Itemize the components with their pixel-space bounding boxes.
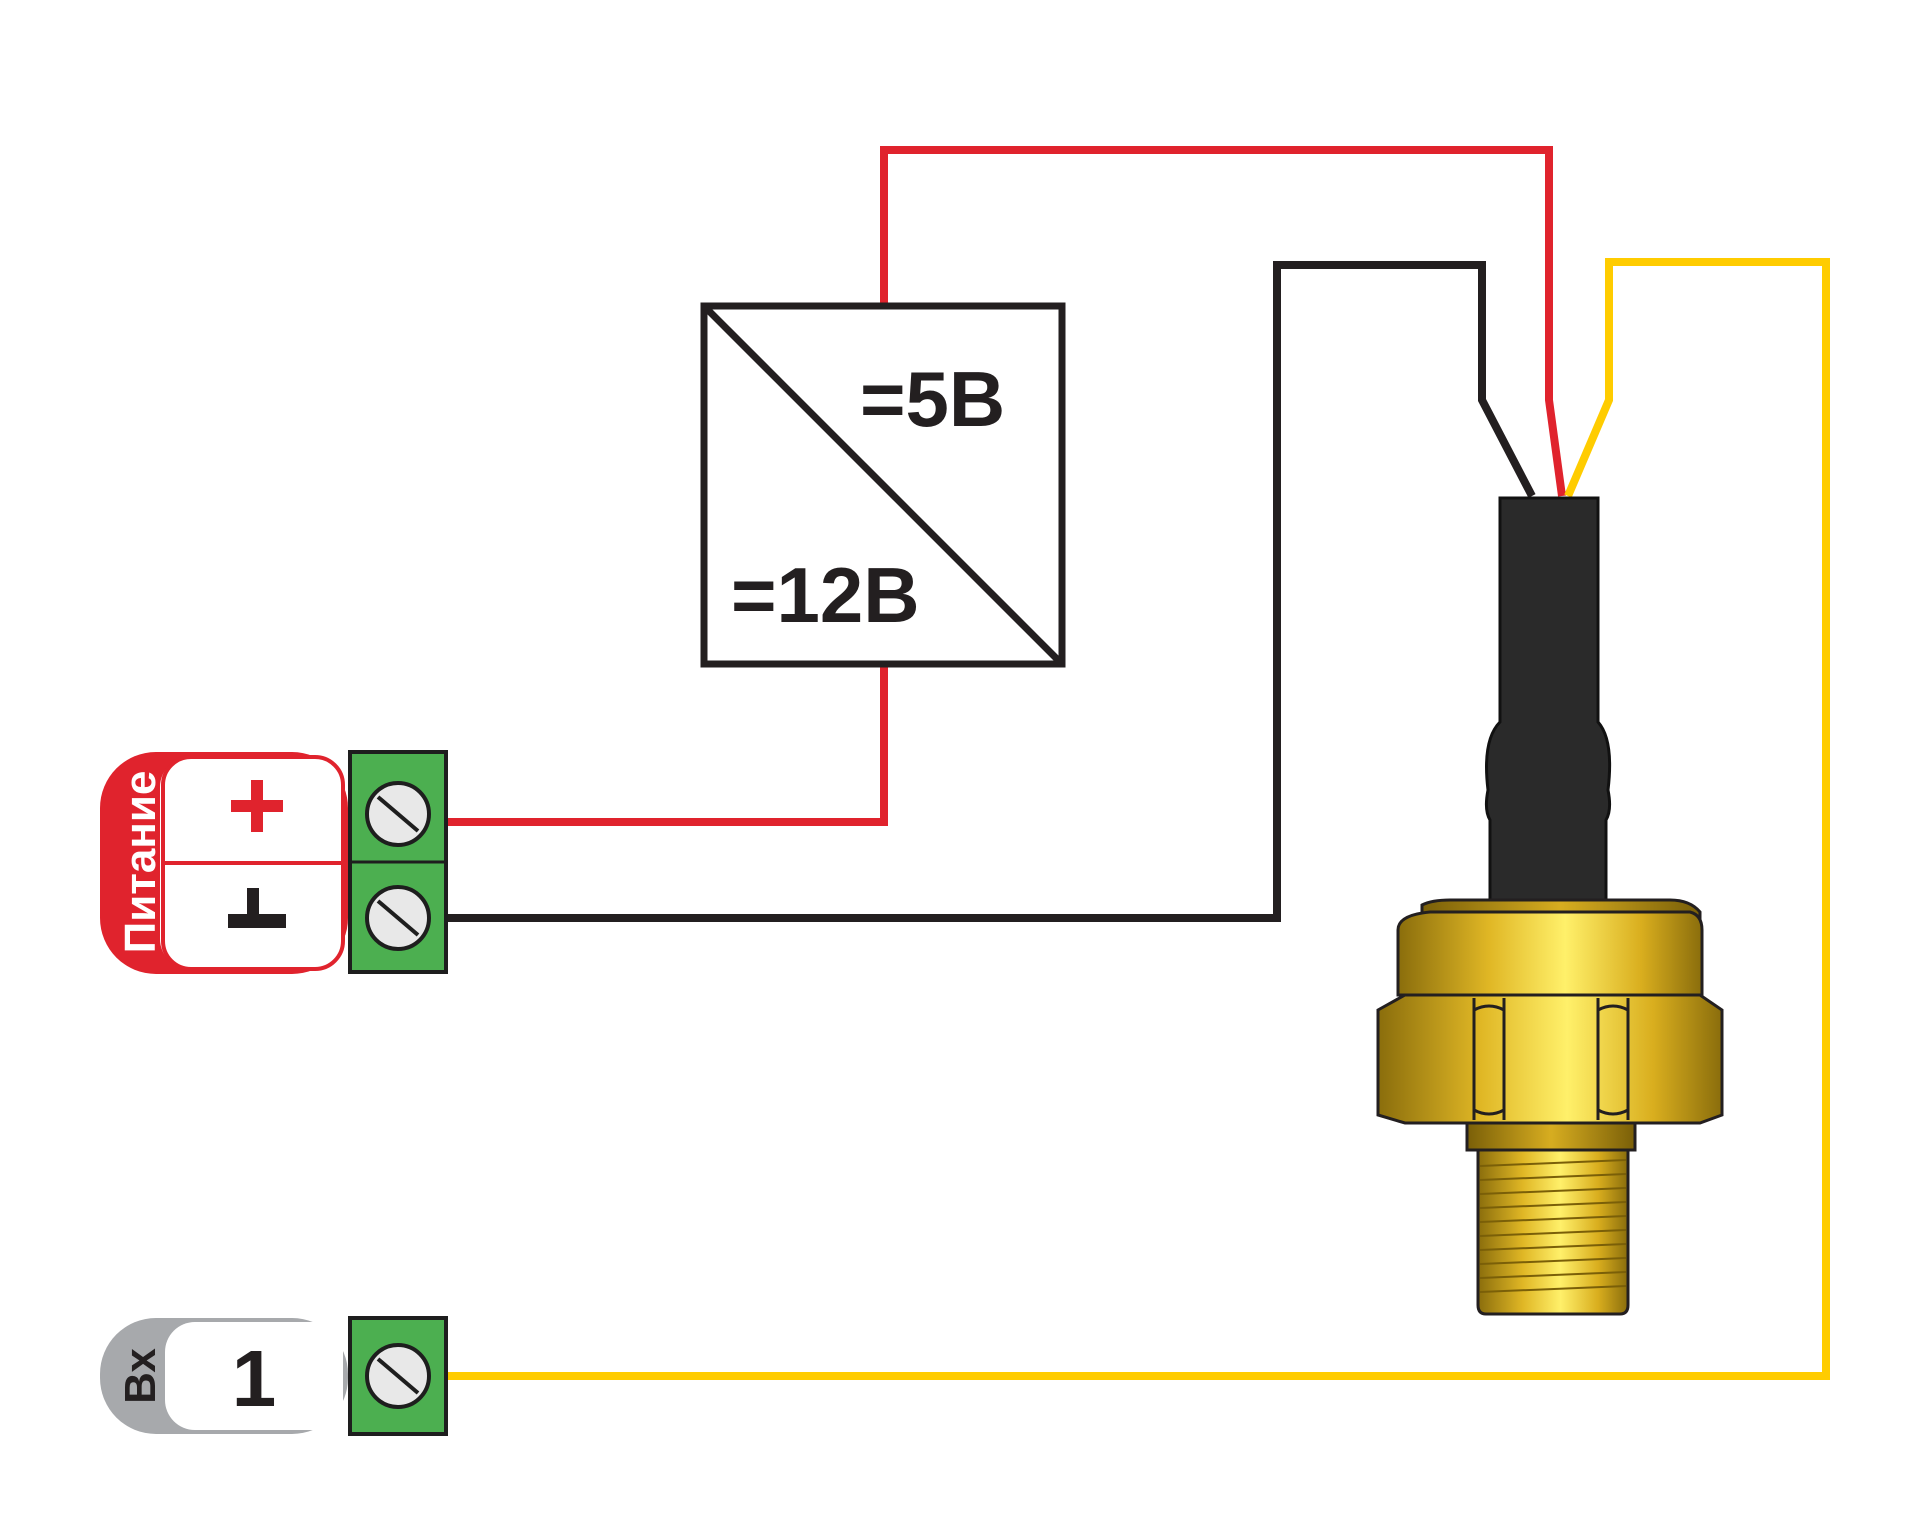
voltage-converter: [700, 302, 1066, 668]
power-minus-screw[interactable]: [365, 885, 431, 951]
input-tab-label: Вх: [116, 1348, 165, 1404]
power-tab-label: Питание: [116, 771, 165, 954]
sensor-cable-sleeve: [1484, 496, 1612, 910]
input-number: 1: [232, 1334, 277, 1423]
input-terminal-block: [100, 1316, 448, 1436]
wire-yellow-signal: [448, 258, 1830, 1380]
input-1-screw[interactable]: [365, 1343, 431, 1409]
wire-black-ground: [448, 261, 1536, 922]
sensor-hex-nut: [1376, 993, 1724, 1125]
sensor-body-upper: [1396, 910, 1704, 997]
wire-red-5v: [880, 146, 1566, 497]
wire-red-12v: [448, 660, 888, 826]
power-terminal-block: [100, 750, 448, 974]
ground-symbol: [228, 888, 286, 928]
converter-output-label: =5В: [860, 355, 1005, 443]
converter-input-label: =12В: [731, 551, 920, 639]
pressure-sensor: [1376, 496, 1724, 1316]
power-plus-screw[interactable]: [365, 781, 431, 847]
